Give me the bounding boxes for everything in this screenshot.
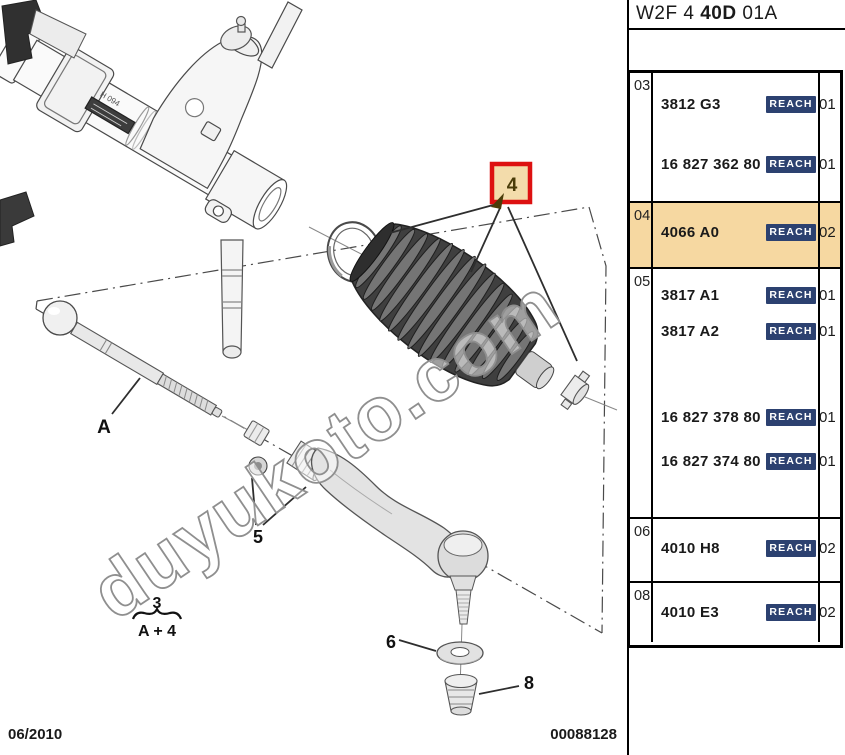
- column-divider: [651, 73, 653, 201]
- column-divider: [818, 519, 820, 581]
- part-number: 4010 H8: [661, 540, 720, 557]
- code-main: 40D: [700, 3, 737, 24]
- page-code-header: W2F 4 40D 01A: [627, 0, 845, 30]
- part-qty: 01: [819, 453, 836, 470]
- arrowhead: [491, 193, 504, 209]
- part-number: 3812 G3: [661, 96, 721, 113]
- row-ref-label: 03: [634, 78, 651, 94]
- column-divider: [818, 73, 820, 201]
- label-6: 6: [386, 632, 396, 652]
- reach-badge[interactable]: REACH: [766, 323, 816, 340]
- rod-joint-parts: [243, 420, 270, 476]
- part-qty: 01: [819, 287, 836, 304]
- part-number: 3817 A2: [661, 323, 720, 340]
- row-ref-label: 04: [634, 208, 651, 224]
- group-label: 3 A + 4: [131, 595, 183, 640]
- construction-lines: [35, 206, 607, 634]
- row-ref-label: 08: [634, 588, 651, 604]
- boot-clamp: [560, 370, 591, 411]
- label-5: 5: [253, 527, 263, 547]
- part-number: 16 827 374 80: [661, 453, 761, 470]
- column-divider: [818, 203, 820, 267]
- callout-4: 4: [489, 161, 533, 209]
- reach-badge[interactable]: REACH: [766, 224, 816, 241]
- reach-badge[interactable]: REACH: [766, 96, 816, 113]
- part-number: 4066 A0: [661, 224, 720, 241]
- svg-text:A + 4: A + 4: [138, 623, 176, 640]
- column-divider: [651, 519, 653, 581]
- watermark: duyukoto.com: [77, 262, 575, 636]
- part-number: 3817 A1: [661, 287, 720, 304]
- bush: [444, 673, 478, 716]
- overbrace: [131, 606, 183, 620]
- inner-tie-rod: [42, 300, 223, 418]
- exploded-diagram: H 094: [0, 0, 618, 716]
- rack-brackets: [0, 0, 87, 247]
- label-8: 8: [524, 673, 534, 693]
- leader-lines: [111, 203, 578, 695]
- row-ref-label: 05: [634, 274, 651, 290]
- footer-doc-number: 00088128: [550, 726, 617, 743]
- part-number: 16 827 378 80: [661, 409, 761, 426]
- reach-badge[interactable]: REACH: [766, 540, 816, 557]
- column-divider: [818, 583, 820, 642]
- code-prefix: W2F 4: [636, 3, 701, 24]
- part-qty: 02: [819, 604, 836, 621]
- steering-boot: [349, 222, 555, 390]
- footer-date: 06/2010: [8, 726, 63, 743]
- label-4: 4: [507, 175, 518, 196]
- column-divider: [651, 203, 653, 267]
- code-suffix: 01A: [736, 3, 778, 24]
- part-number: 16 827 362 80: [661, 156, 761, 173]
- pinion-shaft: [220, 239, 244, 359]
- part-qty: 01: [819, 323, 836, 340]
- part-qty: 02: [819, 540, 836, 557]
- reach-badge[interactable]: REACH: [766, 287, 816, 304]
- tie-rod-end: [286, 440, 489, 625]
- label-a: A: [97, 417, 111, 438]
- svg-text:3: 3: [153, 595, 162, 612]
- reach-badge[interactable]: REACH: [766, 453, 816, 470]
- part-number: 4010 E3: [661, 604, 719, 621]
- part-qty: 01: [819, 156, 836, 173]
- reach-badge[interactable]: REACH: [766, 409, 816, 426]
- steering-column-stub: [220, 1, 303, 69]
- row-ref-label: 06: [634, 524, 651, 540]
- reach-badge[interactable]: REACH: [766, 604, 816, 621]
- part-qty: 02: [819, 224, 836, 241]
- reach-badge[interactable]: REACH: [766, 156, 816, 173]
- column-divider: [651, 583, 653, 642]
- part-qty: 01: [819, 409, 836, 426]
- washer: [436, 641, 484, 665]
- column-divider: [818, 269, 820, 517]
- part-qty: 01: [819, 96, 836, 113]
- column-divider: [651, 269, 653, 517]
